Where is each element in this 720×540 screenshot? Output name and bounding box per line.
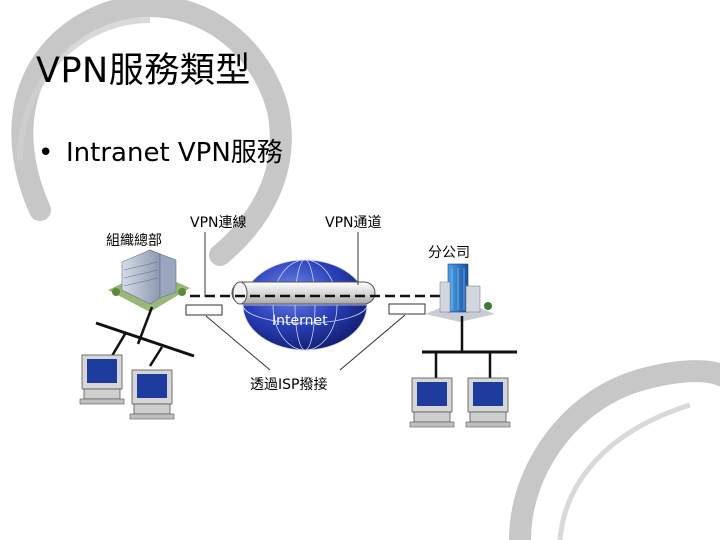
bullet-dot: • (38, 138, 54, 168)
hq-computer-1 (79, 354, 125, 405)
label-branch: 分公司 (428, 245, 470, 261)
branch-computer-2 (465, 377, 511, 428)
branch-lan-bus (422, 316, 517, 378)
isp-leader-left (205, 315, 271, 371)
hq-computer-2 (129, 369, 175, 420)
hq-lan-bus (95, 306, 195, 367)
swirl-stroke-top (11, 0, 292, 266)
slide-title: VPN服務類型 (36, 51, 251, 91)
vpn-tunnel-tube (231, 281, 376, 305)
label-isp: 透過ISP撥接 (250, 377, 328, 393)
branch-building-icon (425, 263, 495, 322)
bullet-item: • Intranet VPN服務 (38, 132, 283, 169)
swirl-stroke-bottom-thin (557, 402, 691, 540)
label-internet: Internet (272, 313, 328, 329)
label-vpn-connection: VPN連線 (190, 215, 247, 231)
branch-computer-1 (409, 377, 455, 428)
hq-building-icon (108, 249, 190, 312)
swirl-stroke-top-thin (17, 17, 151, 161)
internet-globe (242, 259, 368, 351)
isp-leader-right (339, 314, 406, 371)
bullet-text: Intranet VPN服務 (66, 138, 283, 168)
branch-modem (388, 303, 426, 315)
swirl-stroke-bottom (509, 360, 720, 540)
hq-modem (185, 304, 223, 316)
label-vpn-tunnel: VPN通道 (325, 215, 382, 231)
label-hq: 組織總部 (106, 233, 162, 249)
